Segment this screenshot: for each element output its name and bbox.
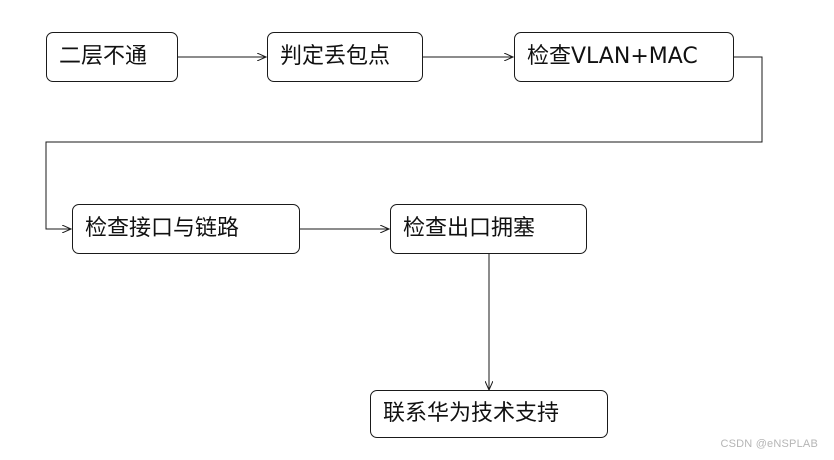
- node-contact-huawei-support: 联系华为技术支持: [370, 390, 608, 438]
- node-check-vlan-mac: 检查VLAN+MAC: [514, 32, 734, 82]
- watermark-text: CSDN @eNSPLAB: [720, 438, 818, 450]
- node-locate-packet-loss: 判定丢包点: [267, 32, 423, 82]
- node-check-interface-link: 检查接口与链路: [72, 204, 300, 254]
- node-label: 检查VLAN+MAC: [527, 44, 698, 69]
- node-layer2-down: 二层不通: [46, 32, 178, 82]
- node-label: 二层不通: [59, 44, 148, 69]
- connector-n3-n4: [45, 56, 763, 229]
- node-label: 检查出口拥塞: [403, 216, 536, 241]
- node-check-egress-congestion: 检查出口拥塞: [390, 204, 587, 254]
- node-label: 联系华为技术支持: [383, 401, 560, 426]
- node-label: 判定丢包点: [280, 44, 391, 69]
- node-label: 检查接口与链路: [85, 216, 240, 241]
